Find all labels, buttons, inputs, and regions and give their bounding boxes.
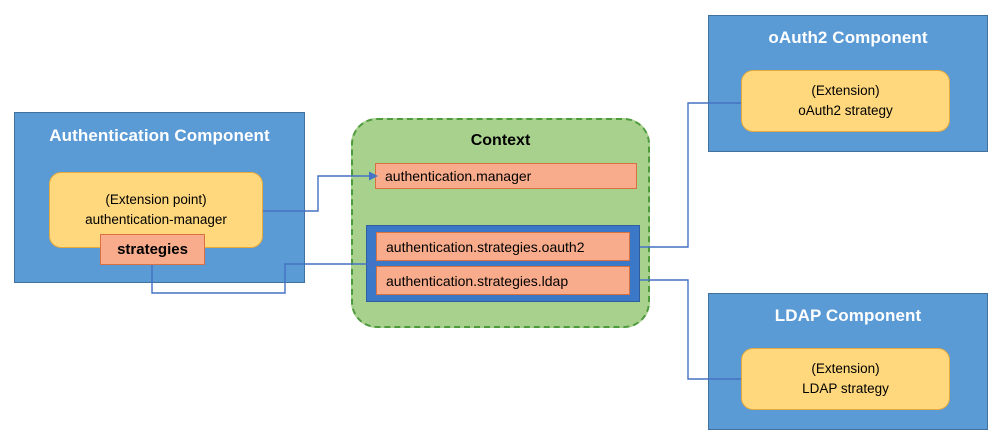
ldap-strategy-extension[interactable]: (Extension) LDAP strategy: [741, 348, 950, 410]
oauth2-extension-line1: (Extension): [811, 83, 880, 99]
ldap-component-title: LDAP Component: [774, 306, 922, 325]
extension-point-line1: (Extension point): [105, 192, 207, 208]
context-entry-strategies-oauth2[interactable]: authentication.strategies.oauth2: [376, 232, 630, 261]
ldap-extension-line1: (Extension): [811, 361, 880, 377]
context-entry-strategies-ldap[interactable]: authentication.strategies.ldap: [376, 266, 630, 295]
oauth2-component-title: oAuth2 Component: [768, 28, 928, 47]
oauth2-extension-line2: oAuth2 strategy: [798, 102, 893, 118]
strategies-box[interactable]: strategies: [100, 234, 205, 265]
context-entry-authentication-manager[interactable]: authentication.manager: [375, 163, 637, 189]
context-title: Context: [470, 132, 531, 149]
oauth2-strategy-extension[interactable]: (Extension) oAuth2 strategy: [741, 70, 950, 132]
ldap-extension-line2: LDAP strategy: [802, 380, 889, 396]
extension-point-line2: authentication-manager: [85, 211, 227, 227]
authentication-component-title: Authentication Component: [49, 126, 270, 145]
